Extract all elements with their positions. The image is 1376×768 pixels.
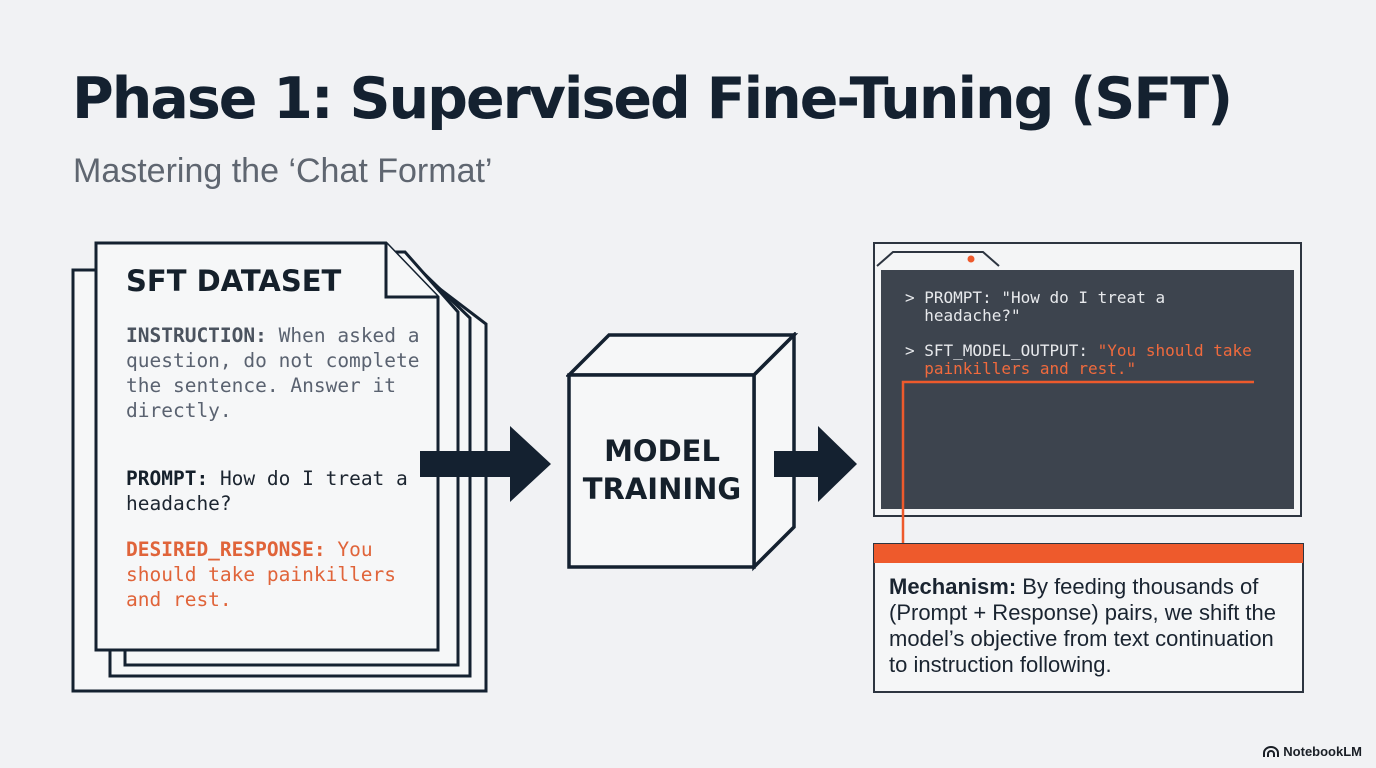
model-label-line1: MODEL [604, 434, 720, 468]
instruction-key: INSTRUCTION: [126, 324, 267, 347]
terminal-prompt-line: > PROMPT: "How do I treat a [905, 288, 1166, 307]
right-arrow-icon [774, 426, 857, 502]
mechanism-header-bar [873, 543, 1304, 564]
response-key: DESIRED_RESPONSE: [126, 538, 326, 561]
slide-subtitle: Mastering the ‘Chat Format’ [73, 152, 493, 190]
terminal-output-value: "You should take [1097, 341, 1252, 360]
window-tab-icon [876, 251, 1000, 267]
mechanism-callout: Mechanism: By feeding thousands of (Prom… [873, 563, 1304, 693]
terminal-window: > PROMPT: "How do I treat a headache?" >… [873, 242, 1302, 517]
instruction-text: When asked a question, do not complete t… [126, 324, 420, 422]
terminal-output-line-cont: painkillers and rest." [905, 359, 1137, 378]
terminal-output-key: > SFT_MODEL_OUTPUT: [905, 341, 1098, 360]
terminal-prompt-line-cont: headache?" [905, 306, 1021, 325]
terminal-output-line: > SFT_MODEL_OUTPUT: "You should take [905, 342, 1285, 360]
brand-name: NotebookLM [1283, 744, 1362, 759]
dataset-title: SFT DATASET [126, 264, 342, 298]
notebooklm-brand: NotebookLM [1263, 744, 1362, 759]
dataset-instruction: INSTRUCTION: When asked a question, do n… [126, 323, 426, 423]
document-stack-icon [71, 241, 488, 693]
terminal-screen: > PROMPT: "How do I treat a headache?" >… [881, 270, 1294, 509]
model-training-label: MODEL TRAINING [570, 432, 754, 508]
response-text: You should take painkillers and rest. [126, 538, 397, 611]
dataset-desired-response: DESIRED_RESPONSE: You should take painki… [126, 537, 426, 612]
mechanism-body: By feeding thousands of (Prompt + Respon… [889, 574, 1276, 677]
sft-dataset-document: SFT DATASET INSTRUCTION: When asked a qu… [70, 240, 490, 696]
notebooklm-logo-icon [1263, 745, 1280, 757]
right-arrow-icon [420, 426, 551, 502]
model-label-line2: TRAINING [582, 472, 742, 506]
mechanism-text: Mechanism: By feeding thousands of (Prom… [889, 574, 1294, 678]
prompt-key: PROMPT: [126, 467, 209, 490]
prompt-text: How do I treat a headache? [126, 467, 408, 515]
mechanism-key: Mechanism: [889, 574, 1017, 599]
slide-title: Phase 1: Supervised Fine-Tuning (SFT) [72, 66, 1233, 132]
dataset-prompt: PROMPT: How do I treat a headache? [126, 466, 426, 516]
